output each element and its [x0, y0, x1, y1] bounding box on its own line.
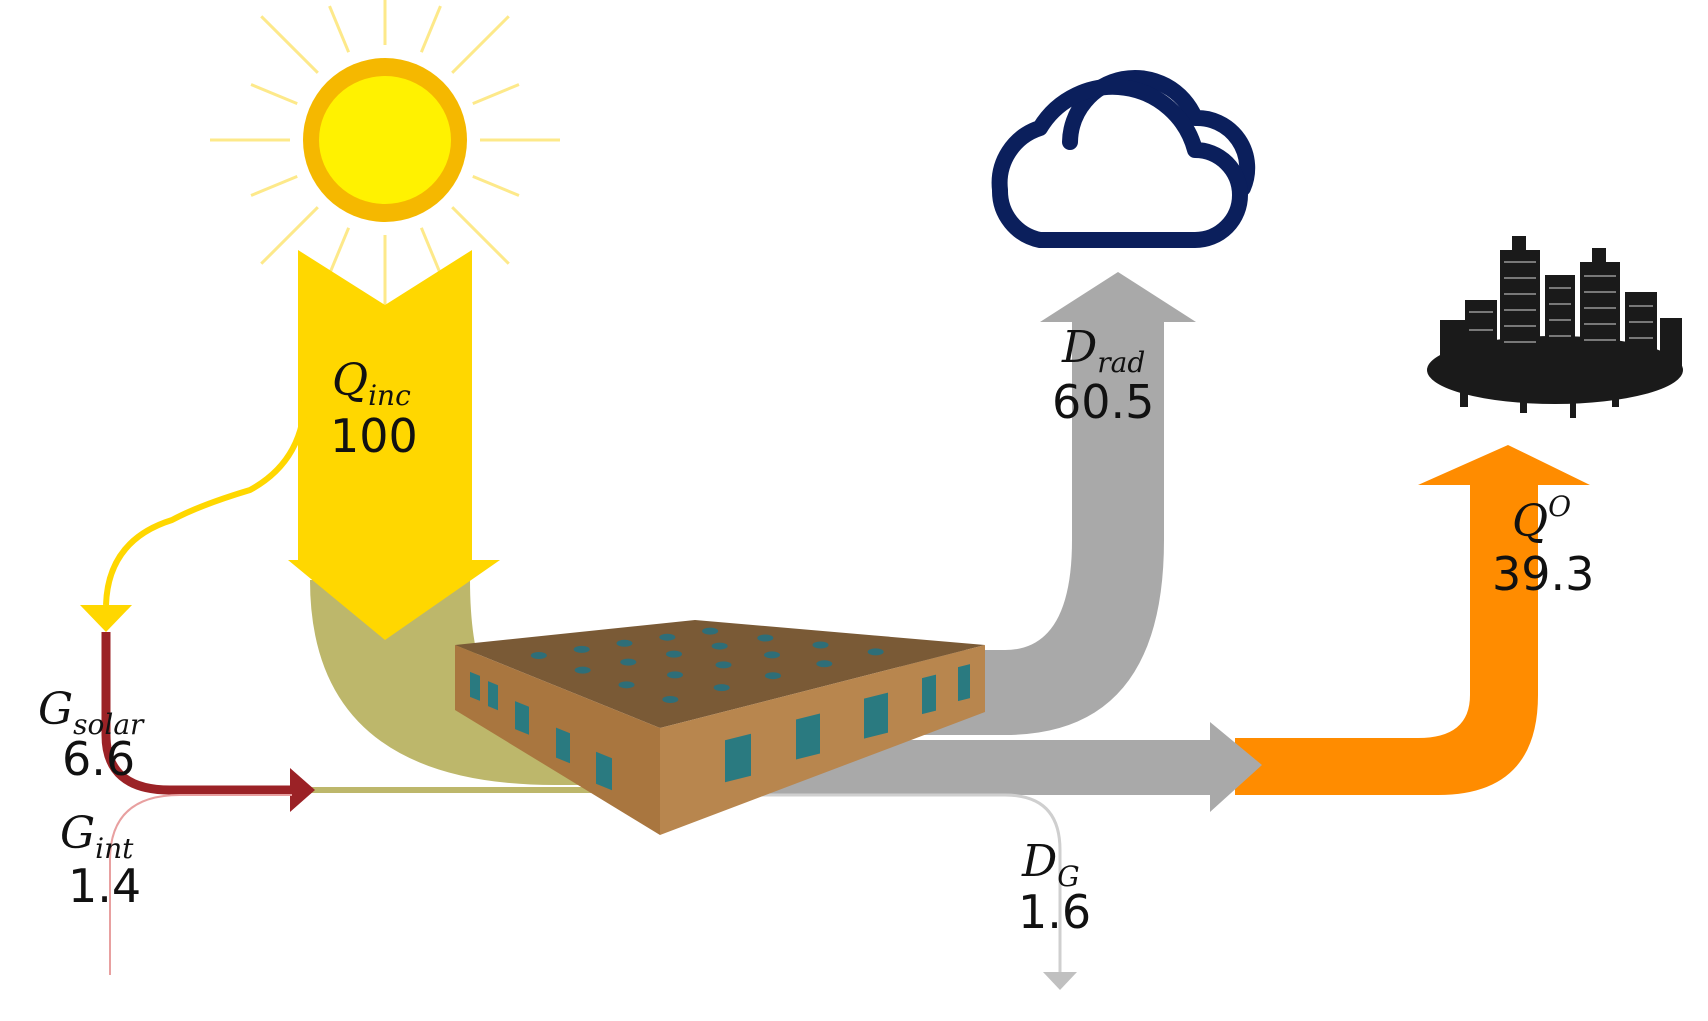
incident-arrow — [288, 250, 500, 640]
radiation-flow — [900, 272, 1196, 735]
q-inc-symbol: Q — [332, 355, 368, 406]
sun-ray — [472, 83, 520, 106]
d-rad-subscript: rad — [1097, 346, 1145, 379]
building-roof — [455, 620, 985, 728]
building-wall-front — [660, 645, 985, 835]
sun-ray — [419, 5, 442, 53]
label-d-g: DG 1.6 — [1018, 836, 1091, 939]
roof-skylight — [616, 639, 633, 647]
label-d-rad: Drad 60.5 — [1052, 322, 1154, 429]
svg-text:Gint: Gint — [60, 808, 134, 865]
sun-ray — [328, 227, 351, 275]
roof-skylight — [711, 642, 728, 650]
roof-skylight — [667, 671, 683, 679]
sun-ray — [328, 5, 351, 53]
city-skyline-icon — [1427, 236, 1683, 418]
label-q-inc: Qinc 100 — [330, 355, 418, 463]
roof-skylight — [574, 666, 591, 674]
svg-text:QO: QO — [1512, 490, 1571, 547]
roof-skylight — [659, 633, 676, 641]
roof-skylight — [764, 651, 780, 659]
roof-skylight — [812, 641, 829, 649]
roof-skylight — [666, 650, 682, 658]
sun-icon — [210, 0, 560, 315]
roof-skylight — [530, 652, 547, 659]
output-flow — [1235, 445, 1590, 795]
roof-skylight — [662, 696, 679, 703]
internal-gain-flow — [109, 794, 292, 975]
q-o-symbol: Q — [1512, 496, 1548, 547]
ground-loss-arrowhead — [1043, 972, 1077, 990]
cloud-front — [991, 78, 1248, 248]
sun-ray — [451, 15, 510, 74]
roof-skylight — [618, 681, 635, 689]
roof-skylight — [757, 634, 774, 642]
sun-ray — [451, 206, 510, 265]
g-solar-value: 6.6 — [62, 732, 135, 786]
roof-skylight — [715, 661, 732, 669]
roof-skylight — [573, 645, 590, 653]
svg-text:Qinc: Qinc — [332, 355, 411, 412]
roof-skylight — [765, 672, 781, 680]
d-rad-value: 60.5 — [1052, 375, 1154, 429]
d-g-subscript: G — [1057, 860, 1079, 893]
roof-skylight — [867, 648, 884, 656]
label-q-o: QO 39.3 — [1492, 490, 1594, 601]
sun-ray — [419, 227, 442, 275]
d-g-value: 1.6 — [1018, 885, 1091, 939]
sun-ray — [250, 174, 298, 197]
ground-loss-flow — [760, 793, 1062, 972]
g-int-subscript: int — [95, 832, 134, 865]
solar-gain-yellow-curve — [103, 394, 308, 606]
q-inc-subscript: inc — [368, 379, 411, 412]
label-g-int: Gint 1.4 — [60, 808, 141, 913]
building-icon — [455, 620, 985, 835]
building-windows — [470, 664, 970, 791]
solar-gain-flow — [80, 394, 315, 812]
label-g-solar: Gsolar 6.6 — [38, 684, 145, 786]
roof-skylights — [530, 627, 884, 703]
d-rad-symbol: D — [1061, 322, 1097, 373]
solar-gain-yellow-arrowhead — [80, 605, 132, 632]
roof-skylight — [620, 658, 637, 666]
d-g-symbol: D — [1021, 836, 1057, 887]
g-int-symbol: G — [60, 808, 95, 859]
sun-disc-core — [319, 76, 451, 204]
sun-ray — [250, 83, 298, 106]
q-inc-value: 100 — [330, 409, 418, 463]
cloud-icon — [991, 70, 1256, 248]
sun-ray — [260, 206, 319, 265]
solar-gain-red-arrowhead — [290, 768, 315, 812]
solar-gain-red-curve — [101, 632, 292, 795]
roof-skylight — [816, 660, 833, 668]
sun-ray — [472, 174, 520, 197]
roof-skylight — [702, 627, 719, 635]
g-int-value: 1.4 — [68, 859, 141, 913]
q-o-value: 39.3 — [1492, 547, 1594, 601]
svg-text:Drad: Drad — [1061, 322, 1145, 379]
roof-skylight — [713, 684, 730, 692]
g-solar-symbol: G — [38, 684, 73, 735]
svg-text:DG: DG — [1021, 836, 1080, 893]
svg-text:Gsolar: Gsolar — [38, 684, 145, 741]
sun-ray — [260, 15, 319, 74]
q-o-superscript: O — [1548, 490, 1571, 523]
g-solar-subscript: solar — [73, 708, 145, 741]
sun-rays — [210, 0, 560, 315]
